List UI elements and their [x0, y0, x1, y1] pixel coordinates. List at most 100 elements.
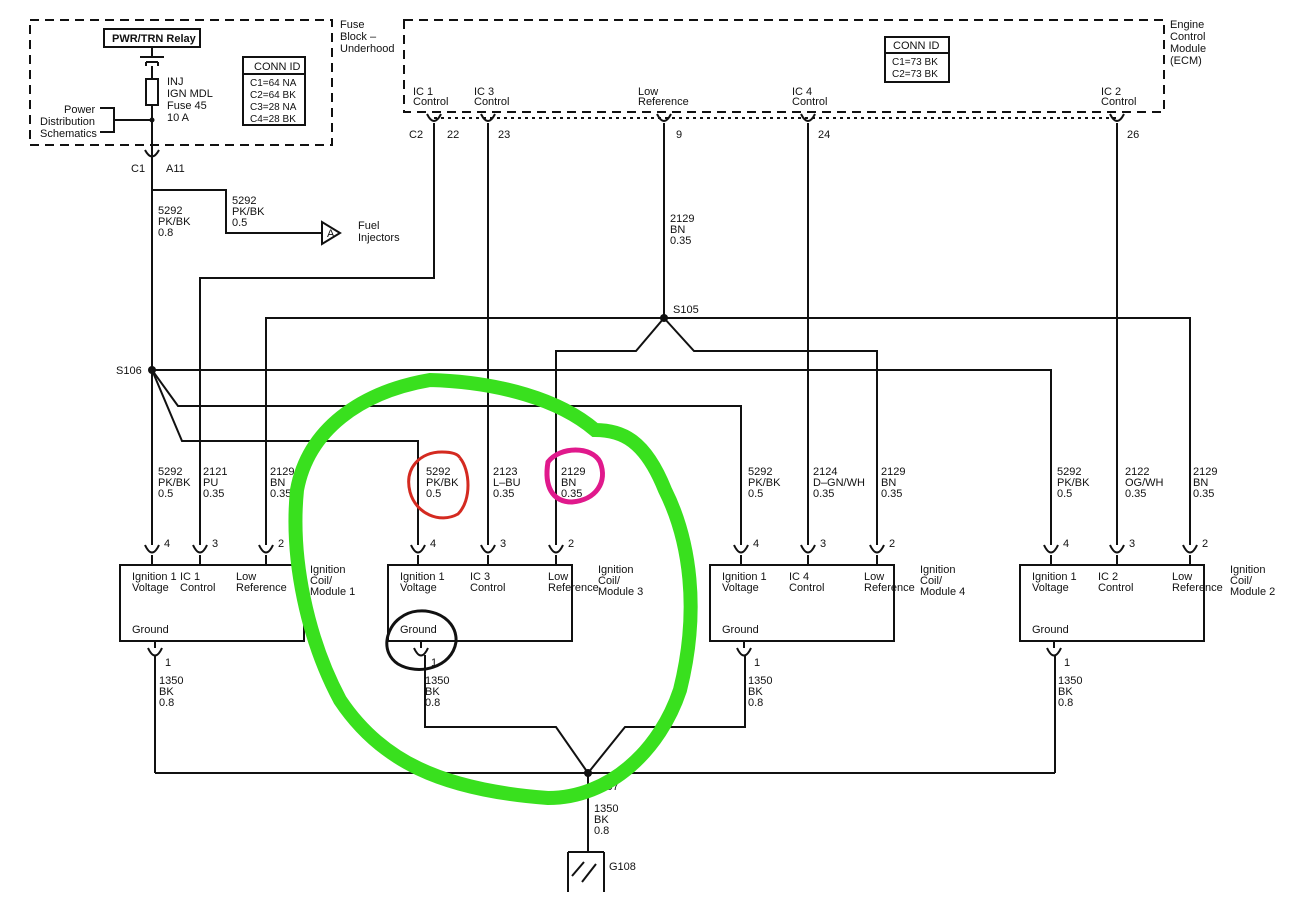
- magenta-circle-mark: [544, 447, 605, 505]
- feed-wire-3: 0.8: [158, 227, 173, 239]
- coil-pin-label: Low: [864, 571, 884, 583]
- coil-name: Coil/: [920, 575, 943, 587]
- ecm-module: Engine Control Module (ECM) CONN ID C1=7…: [403, 19, 1206, 141]
- connector-cup-icon: [480, 544, 496, 554]
- coil-pin-label: Low: [1172, 571, 1192, 583]
- power-ref-3: Schematics: [40, 128, 97, 140]
- coil-pin-label: Voltage: [400, 582, 437, 594]
- fuse-name-4: 10 A: [167, 112, 190, 124]
- coil-wire-label: BN: [561, 477, 576, 489]
- coil-pin-number: 2: [889, 538, 895, 550]
- ecm-title-2: Control: [1170, 31, 1205, 43]
- ecm-pin-ic3-2: Control: [474, 96, 509, 108]
- ecm-pin-ic1-1: IC 1: [413, 86, 433, 98]
- coil-wire-label: PK/BK: [1057, 477, 1090, 489]
- coil-pin-number: 2: [278, 538, 284, 550]
- connector-cup-icon: [1043, 544, 1059, 554]
- connector-cup-icon: [733, 544, 749, 554]
- coil-pin-label: Control: [1098, 582, 1133, 594]
- fuse-name-1: INJ: [167, 76, 184, 88]
- coil-wire-label: 5292: [426, 466, 450, 478]
- fuse-conn-id-title: CONN ID: [254, 61, 301, 73]
- ecm-pin-ic3-1: IC 3: [474, 86, 494, 98]
- coil-name: Coil/: [598, 575, 621, 587]
- coil-pin-label: Control: [470, 582, 505, 594]
- coil-name: Module 2: [1230, 586, 1275, 598]
- fuse-conn-id-3: C3=28 NA: [250, 102, 297, 113]
- coil-wire-label: 2124: [813, 466, 837, 478]
- fuel-dest-2: Injectors: [358, 232, 400, 244]
- coil-wire-label: PK/BK: [158, 477, 191, 489]
- coil-ground-label: Ground: [722, 624, 759, 636]
- power-ref-2: Distribution: [40, 116, 95, 128]
- coil-pin-label: Ignition 1: [1032, 571, 1077, 583]
- coil-pin-number: 2: [1202, 538, 1208, 550]
- ground-symbol-icon: [567, 851, 605, 892]
- ecm-pin-num-23: 23: [498, 129, 510, 141]
- coil-wire-label: 0.5: [158, 488, 173, 500]
- coil-wire-label: PK/BK: [748, 477, 781, 489]
- connector-a-icon: [321, 220, 342, 246]
- coil-ground-label: Ground: [400, 624, 437, 636]
- ecm-pin-ic4-1: IC 4: [792, 86, 812, 98]
- fuse-conn-id-4: C4=28 BK: [250, 114, 296, 125]
- coil-wire-label: L–BU: [493, 477, 521, 489]
- coil-ground-wire-label: BK: [159, 686, 174, 698]
- ecm-conn-id-2: C2=73 BK: [892, 69, 938, 80]
- ground-g108: G108: [609, 861, 636, 873]
- coil-pin-label: Ignition 1: [400, 571, 445, 583]
- black-circle-mark: [385, 609, 458, 671]
- coil-wire-label: 2129: [881, 466, 905, 478]
- coil-pin-label: IC 1: [180, 571, 200, 583]
- fuse-conn-id-1: C1=64 NA: [250, 78, 297, 89]
- fuse-block: Fuse Block – Underhood PWR/TRN Relay INJ…: [29, 19, 394, 175]
- coil-pin-label: Low: [548, 571, 568, 583]
- coil-wire-label: 0.5: [1057, 488, 1072, 500]
- fuel-connector-label: A: [327, 228, 335, 240]
- coil-wire-label: BN: [881, 477, 896, 489]
- coil-wire-label: 0.35: [1193, 488, 1214, 500]
- coil-ground-wire-label: BK: [1058, 686, 1073, 698]
- coil-pin-label: Low: [236, 571, 256, 583]
- coil-wire-label: 5292: [1057, 466, 1081, 478]
- ground-connector-icon: [147, 647, 163, 657]
- coil-pin-label: Ignition 1: [722, 571, 767, 583]
- connector-cup-icon: [548, 544, 564, 554]
- ground-main-wire-1: 1350: [594, 803, 618, 815]
- coil-pin-number: 3: [820, 538, 826, 550]
- coil-wire-label: 0.35: [203, 488, 224, 500]
- coil-ground-label: Ground: [132, 624, 169, 636]
- ecm-pin-num-22: 22: [447, 129, 459, 141]
- coil-pin-number: 4: [753, 538, 759, 550]
- coil-ground-wire-label: 0.8: [425, 697, 440, 709]
- coil-pin-label: Ignition 1: [132, 571, 177, 583]
- coil-wire-label: 2129: [561, 466, 585, 478]
- coil-wire-label: BN: [1193, 477, 1208, 489]
- red-circle-mark: [407, 450, 470, 520]
- connector-cup-icon: [410, 544, 426, 554]
- ecm-title-4: (ECM): [1170, 55, 1202, 67]
- ground-connector-icon: [736, 647, 752, 657]
- feed-wire-1: 5292: [158, 205, 182, 217]
- fuel-wire-1: 5292: [232, 195, 256, 207]
- connector-cup-icon: [869, 544, 885, 554]
- coil-pin-number: 4: [1063, 538, 1069, 550]
- coil-wire-label: 2129: [1193, 466, 1217, 478]
- splice-s106: S106: [116, 365, 142, 377]
- ecm-pin-lowref-1: Low: [638, 86, 658, 98]
- ground-main-wire-3: 0.8: [594, 825, 609, 837]
- coil-pin-number: 2: [568, 538, 574, 550]
- coil-ground-wire-label: BK: [425, 686, 440, 698]
- coil-wire-label: D–GN/WH: [813, 477, 865, 489]
- coil-wire-label: 0.5: [748, 488, 763, 500]
- pin-a11: A11: [166, 163, 185, 175]
- coil-pin-number: 4: [164, 538, 170, 550]
- coil-pin-label: IC 2: [1098, 571, 1118, 583]
- fuse-block-title-1: Fuse: [340, 19, 364, 31]
- coil-ground-wire-label: 1350: [159, 675, 183, 687]
- coil-wire-label: 0.35: [1125, 488, 1146, 500]
- coil-name: Coil/: [310, 575, 333, 587]
- ecm-title-1: Engine: [1170, 19, 1204, 31]
- fuse-name-3: Fuse 45: [167, 100, 207, 112]
